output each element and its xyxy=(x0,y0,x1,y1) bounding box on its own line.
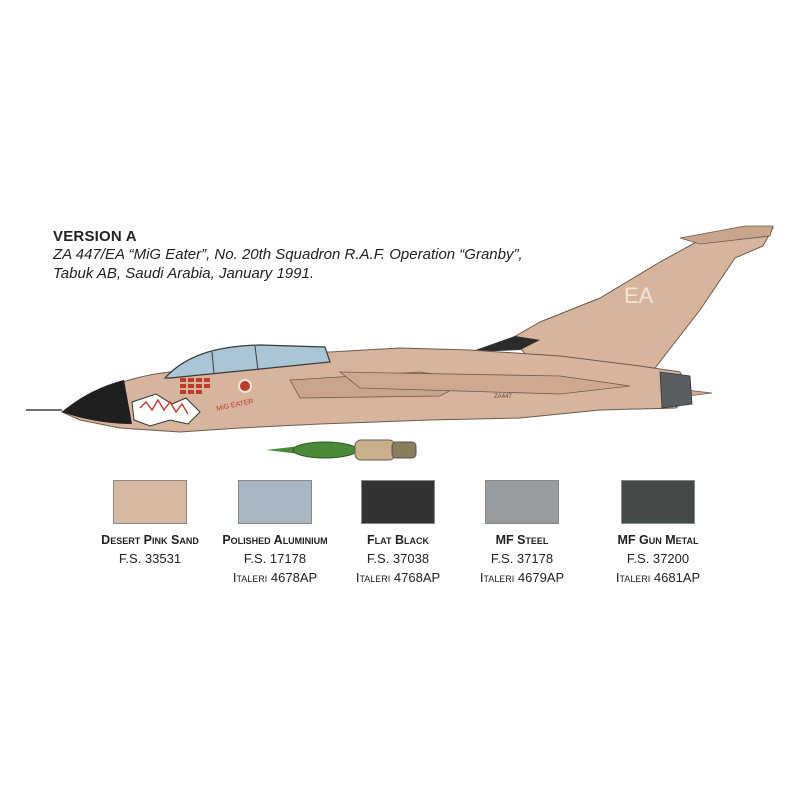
mission-markings xyxy=(180,378,210,394)
swatch-mf-steel: MF Steel F.S. 37178 Italeri 4679AP xyxy=(452,480,592,585)
color-chip xyxy=(361,480,435,524)
fin-cap xyxy=(679,225,774,245)
color-chip xyxy=(113,480,187,524)
color-name: MF Steel xyxy=(495,533,549,547)
caption-line-1: ZA 447/EA “MiG Eater”, No. 20th Squadron… xyxy=(53,246,523,263)
swatch-mf-gun-metal: MF Gun Metal F.S. 37200 Italeri 4681AP xyxy=(588,480,728,585)
fs-number: F.S. 37178 xyxy=(490,551,554,566)
roundel xyxy=(238,379,252,393)
canopy xyxy=(163,344,331,379)
color-chip xyxy=(238,480,312,524)
serial-text: ZA447 xyxy=(494,394,512,400)
italeri-code: Italeri 4768AP xyxy=(355,570,441,585)
color-chip xyxy=(621,480,695,524)
engine-nozzle xyxy=(659,371,693,409)
tornado-aircraft-illustration: MiG EATER ZA447 EA xyxy=(26,225,774,461)
swatch-desert-pink-sand: Desert Pink Sand F.S. 33531 xyxy=(80,480,220,570)
italeri-code: Italeri 4681AP xyxy=(615,570,701,585)
color-name: MF Gun Metal xyxy=(617,533,699,547)
swatch-flat-black: Flat Black F.S. 37038 Italeri 4768AP xyxy=(328,480,468,585)
wing xyxy=(338,371,631,395)
bomb-store xyxy=(266,439,417,461)
color-name: Polished Aluminium xyxy=(222,533,328,547)
fs-number: F.S. 37038 xyxy=(366,551,430,566)
color-chip xyxy=(485,480,559,524)
color-name: Desert Pink Sand xyxy=(101,533,199,547)
tail-code-text: EA xyxy=(624,283,654,308)
caption-line-2: Tabuk AB, Saudi Arabia, January 1991. xyxy=(53,265,315,282)
shark-mouth xyxy=(131,393,201,427)
italeri-code: Italeri 4678AP xyxy=(232,570,318,585)
fs-number: F.S. 37200 xyxy=(626,551,690,566)
color-name: Flat Black xyxy=(367,533,429,547)
fs-number: F.S. 17178 xyxy=(243,551,307,566)
swatch-polished-aluminium: Polished Aluminium F.S. 17178 Italeri 46… xyxy=(205,480,345,585)
italeri-code: Italeri 4679AP xyxy=(479,570,565,585)
spine-shadow xyxy=(470,336,540,352)
fs-number: F.S. 33531 xyxy=(118,551,182,566)
version-title: VERSION A xyxy=(53,228,137,245)
nose-cone xyxy=(62,380,132,424)
